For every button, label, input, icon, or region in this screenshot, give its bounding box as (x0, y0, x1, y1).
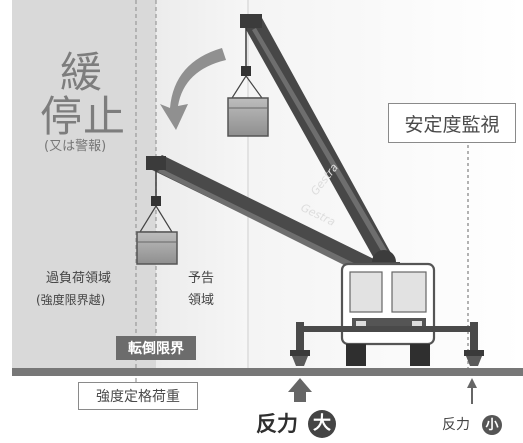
outrigger-beam (296, 326, 478, 332)
stability-monitor-label: 安定度監視 (388, 103, 516, 143)
lower-boom (148, 155, 380, 278)
stop-arrow-icon (160, 48, 226, 130)
load-upper (227, 97, 269, 137)
slow-label: 緩 (60, 48, 104, 97)
tipping-limit-badge: 転倒限界 (116, 336, 196, 360)
rated-load-label: 強度定格荷重 (78, 382, 198, 410)
large-circle-icon: 大 (308, 410, 336, 438)
reaction-arrow-large (288, 378, 312, 402)
overload-area-label-1: 過負荷領域 (46, 271, 112, 286)
reaction-large-label: 反力 (256, 412, 298, 436)
warning-area-label-1: 予告 (188, 271, 215, 286)
reaction-small-label: 反力 (442, 417, 470, 433)
overload-zone (12, 0, 156, 370)
reaction-arrow-small (467, 378, 477, 404)
crane-truck (136, 14, 484, 366)
ground (12, 368, 523, 376)
or-warning-label: (又は警報) (44, 139, 107, 154)
small-circle-icon: 小 (482, 415, 502, 435)
overload-area-label-2: (強度限界越) (36, 293, 106, 307)
load-lower (136, 231, 178, 265)
stop-label: 停止 (40, 92, 127, 141)
warning-area-label-2: 領域 (188, 293, 215, 308)
